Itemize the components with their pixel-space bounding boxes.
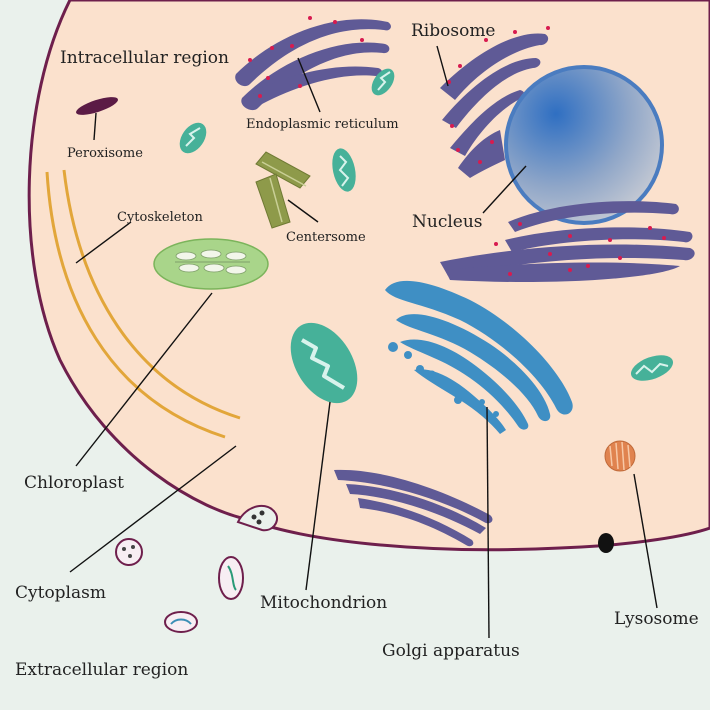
chloroplast (153, 238, 269, 290)
centrosome (255, 151, 311, 229)
extracellular-vesicle (164, 611, 198, 633)
cytoskeleton-fibers (45, 169, 241, 439)
nucleus (504, 65, 664, 225)
vesicle-dot (259, 510, 265, 516)
label-intracellular-region: Intracellular region (60, 48, 229, 68)
label-chloroplast: Chloroplast (24, 473, 124, 493)
label-golgi-apparatus: Golgi apparatus (382, 641, 520, 661)
ribosome-dots-top (248, 16, 364, 98)
chloroplast-leader (75, 292, 213, 467)
mitochondrion-small (371, 68, 395, 96)
endoplasmic-reticulum-lower (334, 469, 493, 547)
vesicle-budding (236, 504, 278, 532)
ribosome-dots-right (447, 26, 550, 164)
mitochondrion-small (179, 122, 207, 154)
extracellular-vesicle (218, 556, 244, 600)
centersome-leader (287, 199, 319, 223)
nucleus-leader (482, 165, 527, 214)
vesicle-dot (256, 519, 262, 525)
cytoplasm-leader (69, 445, 237, 573)
lysosome (604, 440, 636, 472)
label-peroxisome: Peroxisome (67, 146, 143, 161)
mitochondrion-leader (305, 401, 331, 591)
golgi-leader (486, 406, 490, 639)
ribosome-dots-bottom (494, 222, 666, 276)
mitochondrion-small (332, 148, 356, 192)
label-extracellular-region: Extracellular region (15, 660, 188, 680)
secretory-granule (598, 533, 614, 553)
golgi-apparatus (385, 280, 573, 434)
label-nucleus: Nucleus (412, 212, 483, 232)
label-mitochondrion: Mitochondrion (260, 593, 387, 613)
extracellular-vesicle (115, 538, 143, 566)
label-ribosome: Ribosome (411, 21, 496, 41)
endoplasmic-reticulum-top (235, 19, 391, 111)
label-lysosome: Lysosome (614, 609, 699, 629)
leader-lines (69, 45, 658, 639)
label-cytoplasm: Cytoplasm (15, 583, 106, 603)
mitochondrion-small (630, 355, 674, 381)
label-cytoskeleton: Cytoskeleton (117, 210, 203, 225)
mitochondrion-large (290, 322, 358, 404)
peroxisome (75, 97, 119, 115)
endoplasmic-reticulum-bottom (440, 201, 695, 283)
ribosome-leader (436, 45, 449, 87)
label-endoplasmic-reticulum: Endoplasmic reticulum (246, 117, 399, 132)
cytoskeleton-leader (75, 221, 132, 264)
er-leader (297, 57, 321, 113)
label-centersome: Centersome (286, 230, 366, 245)
peroxisome-leader (93, 112, 97, 141)
vesicle-dot (251, 514, 257, 520)
lysosome-leader (633, 473, 658, 609)
